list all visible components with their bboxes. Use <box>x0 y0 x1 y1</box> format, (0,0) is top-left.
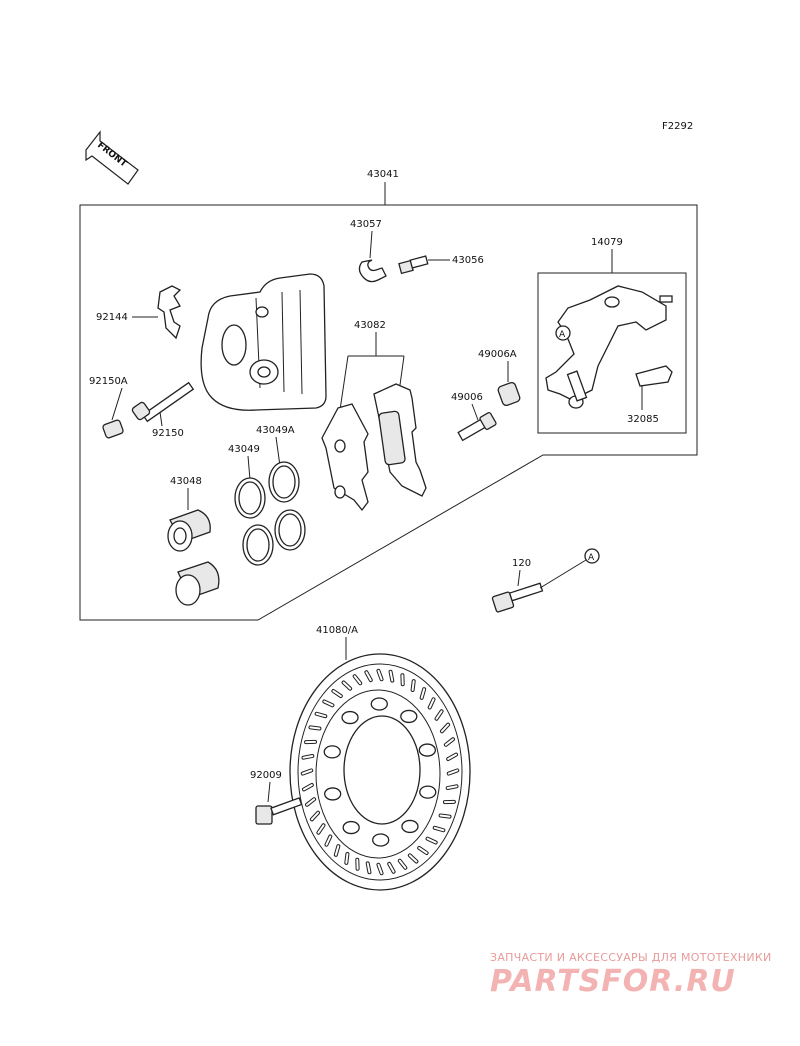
label-49006a[interactable]: 49006A <box>478 349 517 360</box>
label-92144[interactable]: 92144 <box>96 312 128 323</box>
label-43082[interactable]: 43082 <box>354 320 386 331</box>
disc-slot <box>304 739 318 745</box>
disc-slot <box>376 668 384 682</box>
holder-box <box>537 272 687 434</box>
label-92150[interactable]: 92150 <box>152 428 184 439</box>
caliper-assy-outline <box>79 204 698 621</box>
label-43057[interactable]: 43057 <box>350 219 382 230</box>
disc-bolt-part <box>255 797 303 825</box>
label-14079[interactable]: 14079 <box>591 237 623 248</box>
disc-slot <box>446 752 459 762</box>
disc-slot <box>400 673 405 687</box>
piston-part <box>167 509 220 606</box>
disc-hole <box>323 745 341 759</box>
disc-slot <box>434 709 444 721</box>
label-43049a[interactable]: 43049A <box>256 425 295 436</box>
disc-hole <box>341 710 359 725</box>
disc-slot <box>316 823 326 835</box>
disc-slot <box>352 674 363 686</box>
disc-slot <box>387 861 396 874</box>
disc-slot <box>427 697 436 710</box>
piston-seal-part <box>234 461 306 566</box>
ref-marker-a-bolt: A <box>584 548 600 564</box>
label-43049[interactable]: 43049 <box>228 444 260 455</box>
pin-part <box>131 381 195 423</box>
disc-slot <box>341 680 353 691</box>
disc-slot <box>331 689 343 699</box>
disc-slot <box>344 851 350 865</box>
disc-slot <box>442 799 456 805</box>
label-92009[interactable]: 92009 <box>250 770 282 781</box>
ref-marker-a-holder: A <box>555 325 571 341</box>
disc-hole <box>400 709 418 724</box>
pin-boot-a-part <box>102 419 124 439</box>
watermark-subtitle: ЗАПЧАСТИ И АКСЕССУАРЫ ДЛЯ МОТОТЕХНИКИ <box>490 951 772 964</box>
bleeder-valve-part <box>398 255 429 275</box>
diagram-code: F2292 <box>662 121 693 132</box>
disc-hole <box>324 787 342 801</box>
disc-hole <box>370 697 388 711</box>
caliper-body-part <box>200 273 327 411</box>
disc-slot <box>419 687 427 700</box>
label-32085[interactable]: 32085 <box>627 414 659 425</box>
pad-spring-part <box>157 285 182 340</box>
disc-slot <box>301 782 314 792</box>
disc-slot <box>443 737 455 747</box>
disc-slot <box>407 853 419 864</box>
disc-hole <box>419 785 437 799</box>
disc-slot <box>432 825 446 833</box>
disc-slot <box>308 725 322 731</box>
label-43041[interactable]: 43041 <box>367 169 399 180</box>
boot-a-part <box>497 382 521 406</box>
disc-hole <box>401 819 419 834</box>
mount-bolt-part <box>491 582 544 613</box>
disc-slot <box>305 797 317 807</box>
disc-slot <box>388 669 395 683</box>
disc-hole <box>418 743 436 757</box>
slide-pin-part <box>457 412 497 442</box>
svg-text:A: A <box>588 553 595 563</box>
brake-pad-right-part <box>373 383 427 497</box>
disc-slot <box>425 836 438 845</box>
disc-slot <box>439 722 451 734</box>
disc-slot <box>322 699 335 708</box>
disc-slot <box>417 845 429 855</box>
svg-text:A: A <box>559 330 566 340</box>
disc-hole <box>342 820 360 835</box>
disc-slot <box>309 810 321 822</box>
label-49006[interactable]: 49006 <box>451 392 483 403</box>
spring-holder-part <box>635 365 673 387</box>
bleeder-cap-part <box>358 259 387 283</box>
label-43056[interactable]: 43056 <box>452 255 484 266</box>
disc-slot <box>397 858 408 870</box>
front-arrow-icon: FRONT <box>85 130 139 185</box>
label-92150a[interactable]: 92150A <box>89 376 128 387</box>
disc-slot <box>314 711 328 719</box>
caliper-holder-part <box>545 285 673 409</box>
disc-slot <box>445 784 459 791</box>
label-41080a[interactable]: 41080/A <box>316 625 358 636</box>
brake-pad-left-part <box>321 403 369 512</box>
disc-slot <box>410 679 416 693</box>
disc-slot <box>364 670 373 683</box>
disc-slot <box>438 813 452 819</box>
label-120[interactable]: 120 <box>512 558 531 569</box>
brake-disc-part <box>289 653 471 891</box>
disc-slot <box>300 768 314 776</box>
disc-slot <box>355 857 360 871</box>
disc-slot <box>365 861 372 875</box>
disc-slot <box>376 862 384 876</box>
disc-slot <box>324 834 333 847</box>
disc-slot <box>446 768 460 776</box>
label-43048[interactable]: 43048 <box>170 476 202 487</box>
disc-slot <box>333 844 341 857</box>
disc-slot <box>301 753 315 760</box>
disc-hole <box>372 833 390 847</box>
watermark-logo: PARTSFOR.RU <box>490 964 736 999</box>
